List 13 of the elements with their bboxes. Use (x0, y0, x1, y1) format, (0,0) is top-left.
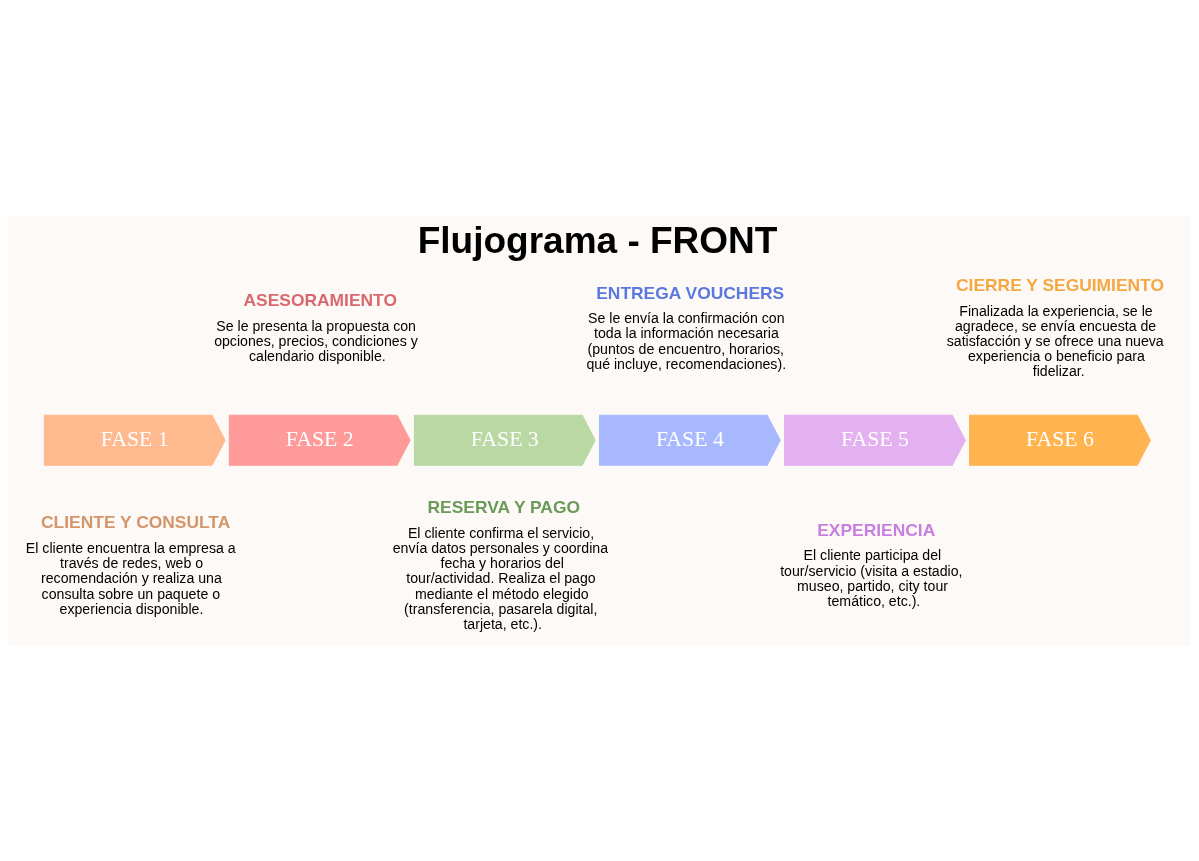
node-label: El cliente confirma el servicio, envía datos personales y coordina fecha y horarios del tour/actividad. Realiza el pago mediante el método elegido (transferencia, pasarela digital, tarjeta, etc.). (392, 524, 609, 632)
node-label: Se le presenta la propuesta con opciones, precios, condiciones y calendario disponible. (214, 317, 418, 364)
node-label: El cliente participa del tour/servicio (visita a estadio, museo, partido, city tour temático, etc.). (780, 546, 963, 609)
node-label: EXPERIENCIA (817, 519, 936, 540)
node-label: CIERRE Y SEGUIMIENTO (956, 274, 1164, 295)
node-label: Se le envía la confirmación con toda la información necesaria (puntos de encuentro, horarios, qué incluye, recomendaciones). (586, 309, 787, 372)
node-label: CLIENTE Y CONSULTA (41, 511, 231, 532)
diagram-title: Flujograma - FRONT (417, 218, 778, 261)
node-label: Finalizada la experiencia, se le agradece, se envía encuesta de satisfacción y se ofrece una nueva experiencia o beneficio para fidelizar. (946, 302, 1164, 379)
node-label: ASESORAMIENTO (243, 289, 397, 310)
node-label: RESERVA Y PAGO (427, 496, 581, 517)
node-label: El cliente encuentra la empresa a través de redes, web o recomendación y realiza una consulta sobre un paquete o experiencia disponible. (25, 539, 236, 617)
node-label: ENTREGA VOUCHERS (596, 282, 785, 303)
